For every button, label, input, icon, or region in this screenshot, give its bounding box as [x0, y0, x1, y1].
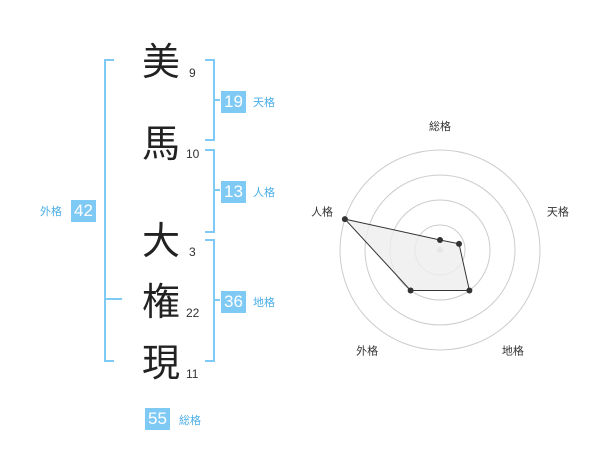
radar-points [341, 216, 473, 294]
jinkaku-value-badge: 13 [221, 181, 246, 203]
name-char-3: 大 [141, 219, 180, 263]
radar-point-4 [341, 216, 348, 223]
stroke-count-1: 9 [189, 66, 196, 80]
radar-axis-label-0: 総格 [429, 119, 451, 133]
radar-ring-4 [339, 149, 541, 351]
chikaku-label: 地格 [253, 296, 275, 309]
radar-axis-label-4: 人格 [311, 205, 333, 219]
chikaku-bracket-stub [214, 299, 220, 301]
radar-point-2 [466, 287, 473, 294]
soukaku-value-badge: 55 [145, 408, 170, 430]
stroke-count-3: 3 [189, 245, 196, 259]
radar-axis-label-2: 地格 [502, 343, 524, 357]
radar-axis-label-1: 天格 [547, 205, 569, 219]
radar-point-1 [456, 240, 463, 247]
stroke-count-5: 11 [186, 367, 199, 381]
name-char-5: 現 [141, 341, 180, 385]
soukaku-label: 総格 [179, 414, 201, 427]
radar-point-0 [437, 237, 443, 243]
tenkaku-bracket-stub [214, 99, 220, 101]
gaikaku-label: 外格 [40, 205, 62, 218]
jinkaku-bracket-stub [214, 189, 220, 191]
stroke-count-4: 22 [186, 306, 200, 320]
name-char-4: 権 [141, 280, 180, 324]
chikaku-value-badge: 36 [221, 291, 246, 313]
name-char-1: 美 [141, 40, 180, 84]
stroke-count-2: 10 [186, 147, 200, 161]
jinkaku-bracket [205, 149, 215, 233]
gaikaku-bracket-divider [106, 298, 122, 300]
gaikaku-value-badge: 42 [71, 200, 96, 222]
tenkaku-label: 天格 [253, 96, 275, 109]
radar-axis-label-3: 外格 [356, 343, 378, 357]
radar-series-polygon [343, 218, 471, 291]
gaikaku-bracket [104, 59, 114, 362]
tenkaku-value-badge: 19 [221, 91, 246, 113]
radar-ring-3 [364, 174, 516, 326]
jinkaku-label: 人格 [253, 186, 275, 199]
radar-point-3 [407, 287, 414, 294]
name-char-2: 馬 [141, 122, 180, 166]
